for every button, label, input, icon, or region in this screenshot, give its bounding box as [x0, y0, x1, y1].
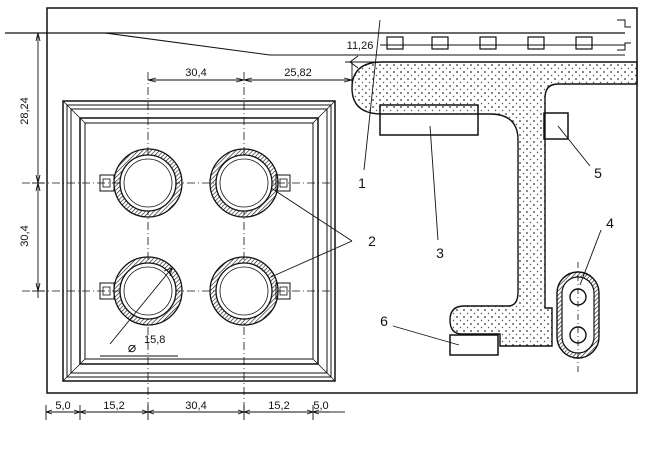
dim-28-24: 28,24 [19, 97, 31, 125]
equipment-6-box [449, 334, 499, 356]
diameter-symbol: ⌀ [128, 339, 136, 355]
dim-11-26: 11,26 [347, 40, 374, 52]
callout-3: 3 [436, 245, 444, 261]
dim-30-4-bottom: 30,4 [185, 400, 206, 412]
callout-1: 1 [358, 175, 366, 191]
dimension-lines [32, 32, 382, 420]
equipment-5-box [543, 112, 569, 140]
equipment-4-oval [556, 262, 600, 372]
equipment-3-box [379, 104, 479, 136]
dim-5-0-right: 5,0 [313, 400, 328, 412]
top-conveyor-lines [5, 19, 637, 63]
callout-2: 2 [368, 233, 376, 249]
pit-frame [62, 100, 336, 382]
dim-25-82: 25,82 [284, 67, 312, 79]
dim-5-0-left: 5,0 [55, 400, 70, 412]
dim-diameter-15-8: 15,8 [144, 334, 165, 346]
callout-5: 5 [594, 165, 602, 181]
dim-30-4-left: 30,4 [19, 225, 31, 246]
crucible-bottom-left [99, 256, 183, 326]
dim-15-2-right: 15,2 [268, 400, 289, 412]
callout-4: 4 [606, 215, 614, 231]
building-outline [46, 7, 638, 394]
callout-leaders [270, 19, 602, 346]
dim-30-4-top: 30,4 [185, 67, 206, 79]
crucible-bottom-right [209, 256, 291, 326]
callout-6: 6 [380, 313, 388, 329]
crucible-top-right [209, 148, 291, 218]
dotted-conveyor-area [351, 61, 638, 347]
crucible-top-left [99, 148, 183, 218]
dim-15-2-left: 15,2 [103, 400, 124, 412]
